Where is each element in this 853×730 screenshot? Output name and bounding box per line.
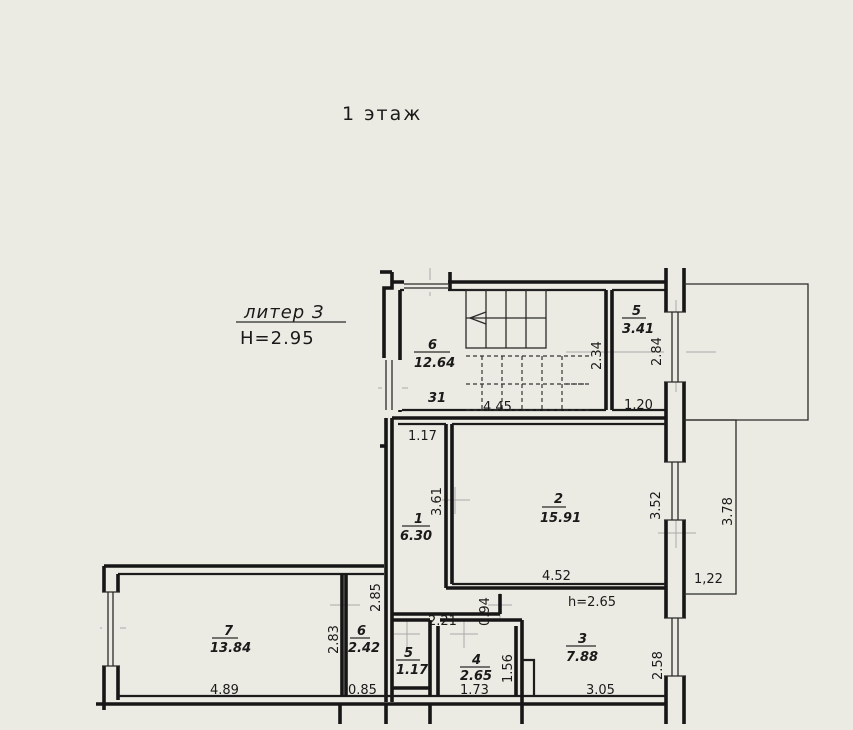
annex (684, 283, 809, 595)
room-number: 4 (471, 653, 481, 668)
room-number: 3 (578, 632, 587, 647)
room-area: 6.30 (400, 529, 432, 544)
dimension-label: 4.45 (483, 400, 512, 415)
liter-label: литер З (243, 302, 324, 323)
room-area: 2.65 (460, 669, 492, 684)
room-area: 12.64 (414, 356, 455, 371)
dimension-label: 2.85 (369, 583, 384, 612)
room-separators (212, 317, 646, 668)
dimension-label: 1.73 (460, 683, 489, 698)
room-area: 1.17 (396, 663, 429, 678)
room-number: 5 (404, 646, 413, 661)
dimension-label: 1,20 (624, 398, 653, 413)
dimension-label: 31 (428, 391, 446, 406)
dimension-label: 3.78 (721, 497, 736, 526)
dimension-label: 4.52 (542, 569, 571, 584)
dimension-label: 1.56 (501, 654, 516, 683)
dimension-label: 3.61 (430, 487, 445, 516)
height-label: Н=2.95 (240, 328, 315, 349)
dimension-label: 2.58 (651, 651, 666, 680)
room-number: 1 (414, 512, 423, 527)
dimension-label: 2.84 (650, 337, 665, 366)
dimension-label: 2.21 (428, 614, 457, 629)
room-area: 3.41 (622, 322, 654, 337)
floor-title: 1 этаж (342, 103, 422, 125)
dimension-label: 0.94 (478, 597, 493, 626)
room-area: 2.42 (348, 641, 380, 656)
dimension-label: 3.05 (586, 683, 615, 698)
room-number: 5 (632, 304, 641, 319)
staircase (465, 289, 590, 411)
dimension-label: 1,22 (694, 572, 723, 587)
room-number: 7 (224, 624, 234, 639)
room-area: 13.84 (210, 641, 251, 656)
dimension-label: 4.89 (210, 683, 239, 698)
room-number: 6 (428, 338, 437, 353)
dimension-label: 2.34 (590, 341, 605, 370)
dimension-label: 3.52 (649, 491, 664, 520)
windows (102, 280, 686, 677)
dimension-label: 1.17 (408, 429, 437, 444)
room-area: 15.91 (540, 511, 581, 526)
sub-height-label: h=2.65 (568, 595, 616, 610)
dimension-label: 2.83 (327, 625, 342, 654)
dimension-label: 0.85 (348, 683, 377, 698)
room-area: 7.88 (566, 650, 598, 665)
room-number: 2 (554, 492, 563, 507)
room-number: 6 (357, 624, 366, 639)
